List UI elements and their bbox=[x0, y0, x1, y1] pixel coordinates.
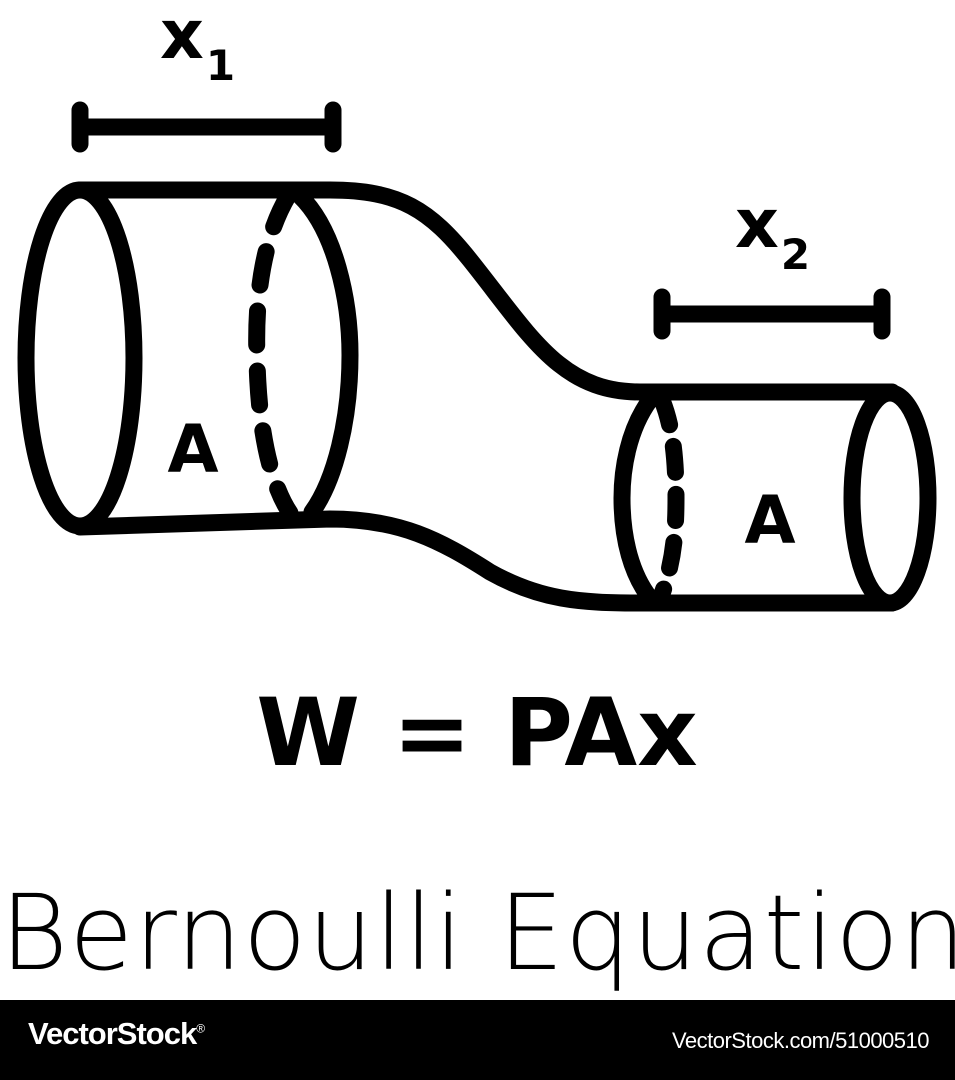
right-section-rim bbox=[613, 391, 659, 607]
brand-logo: VectorStock® bbox=[28, 1016, 205, 1052]
pipe-outline bbox=[71, 181, 901, 401]
stock-id: VectorStock.com/51000510 bbox=[671, 1028, 930, 1053]
area-label-right: A bbox=[744, 482, 795, 559]
left-section-dashed-cut bbox=[248, 187, 299, 522]
pipe-left-end bbox=[17, 181, 143, 535]
label-x1: x1 bbox=[160, 0, 235, 90]
watermark-footer: VectorStock® VectorStock.com/51000510 bbox=[0, 1000, 955, 1080]
area-label-left: A bbox=[167, 411, 218, 488]
label-x2-subscript: 2 bbox=[781, 230, 810, 279]
dimension-bar-x1 bbox=[71, 101, 342, 153]
pipe-outline-bottom bbox=[71, 510, 901, 612]
registered-mark: ® bbox=[196, 1021, 205, 1036]
equation: W = PAx bbox=[256, 679, 698, 788]
label-x2: x2 bbox=[735, 185, 810, 279]
pipe-right-end bbox=[843, 384, 937, 612]
left-section-rim bbox=[291, 187, 359, 521]
label-x1-subscript: 1 bbox=[206, 41, 235, 90]
bernoulli-pipe-diagram: x1 x2 A A W = PAx bbox=[17, 0, 937, 788]
dimension-bar-x2 bbox=[653, 288, 891, 340]
brand-name: VectorStock bbox=[28, 1016, 197, 1051]
page-title: Bernoulli Equation bbox=[0, 872, 955, 994]
right-section-dashed-cut bbox=[653, 391, 685, 603]
